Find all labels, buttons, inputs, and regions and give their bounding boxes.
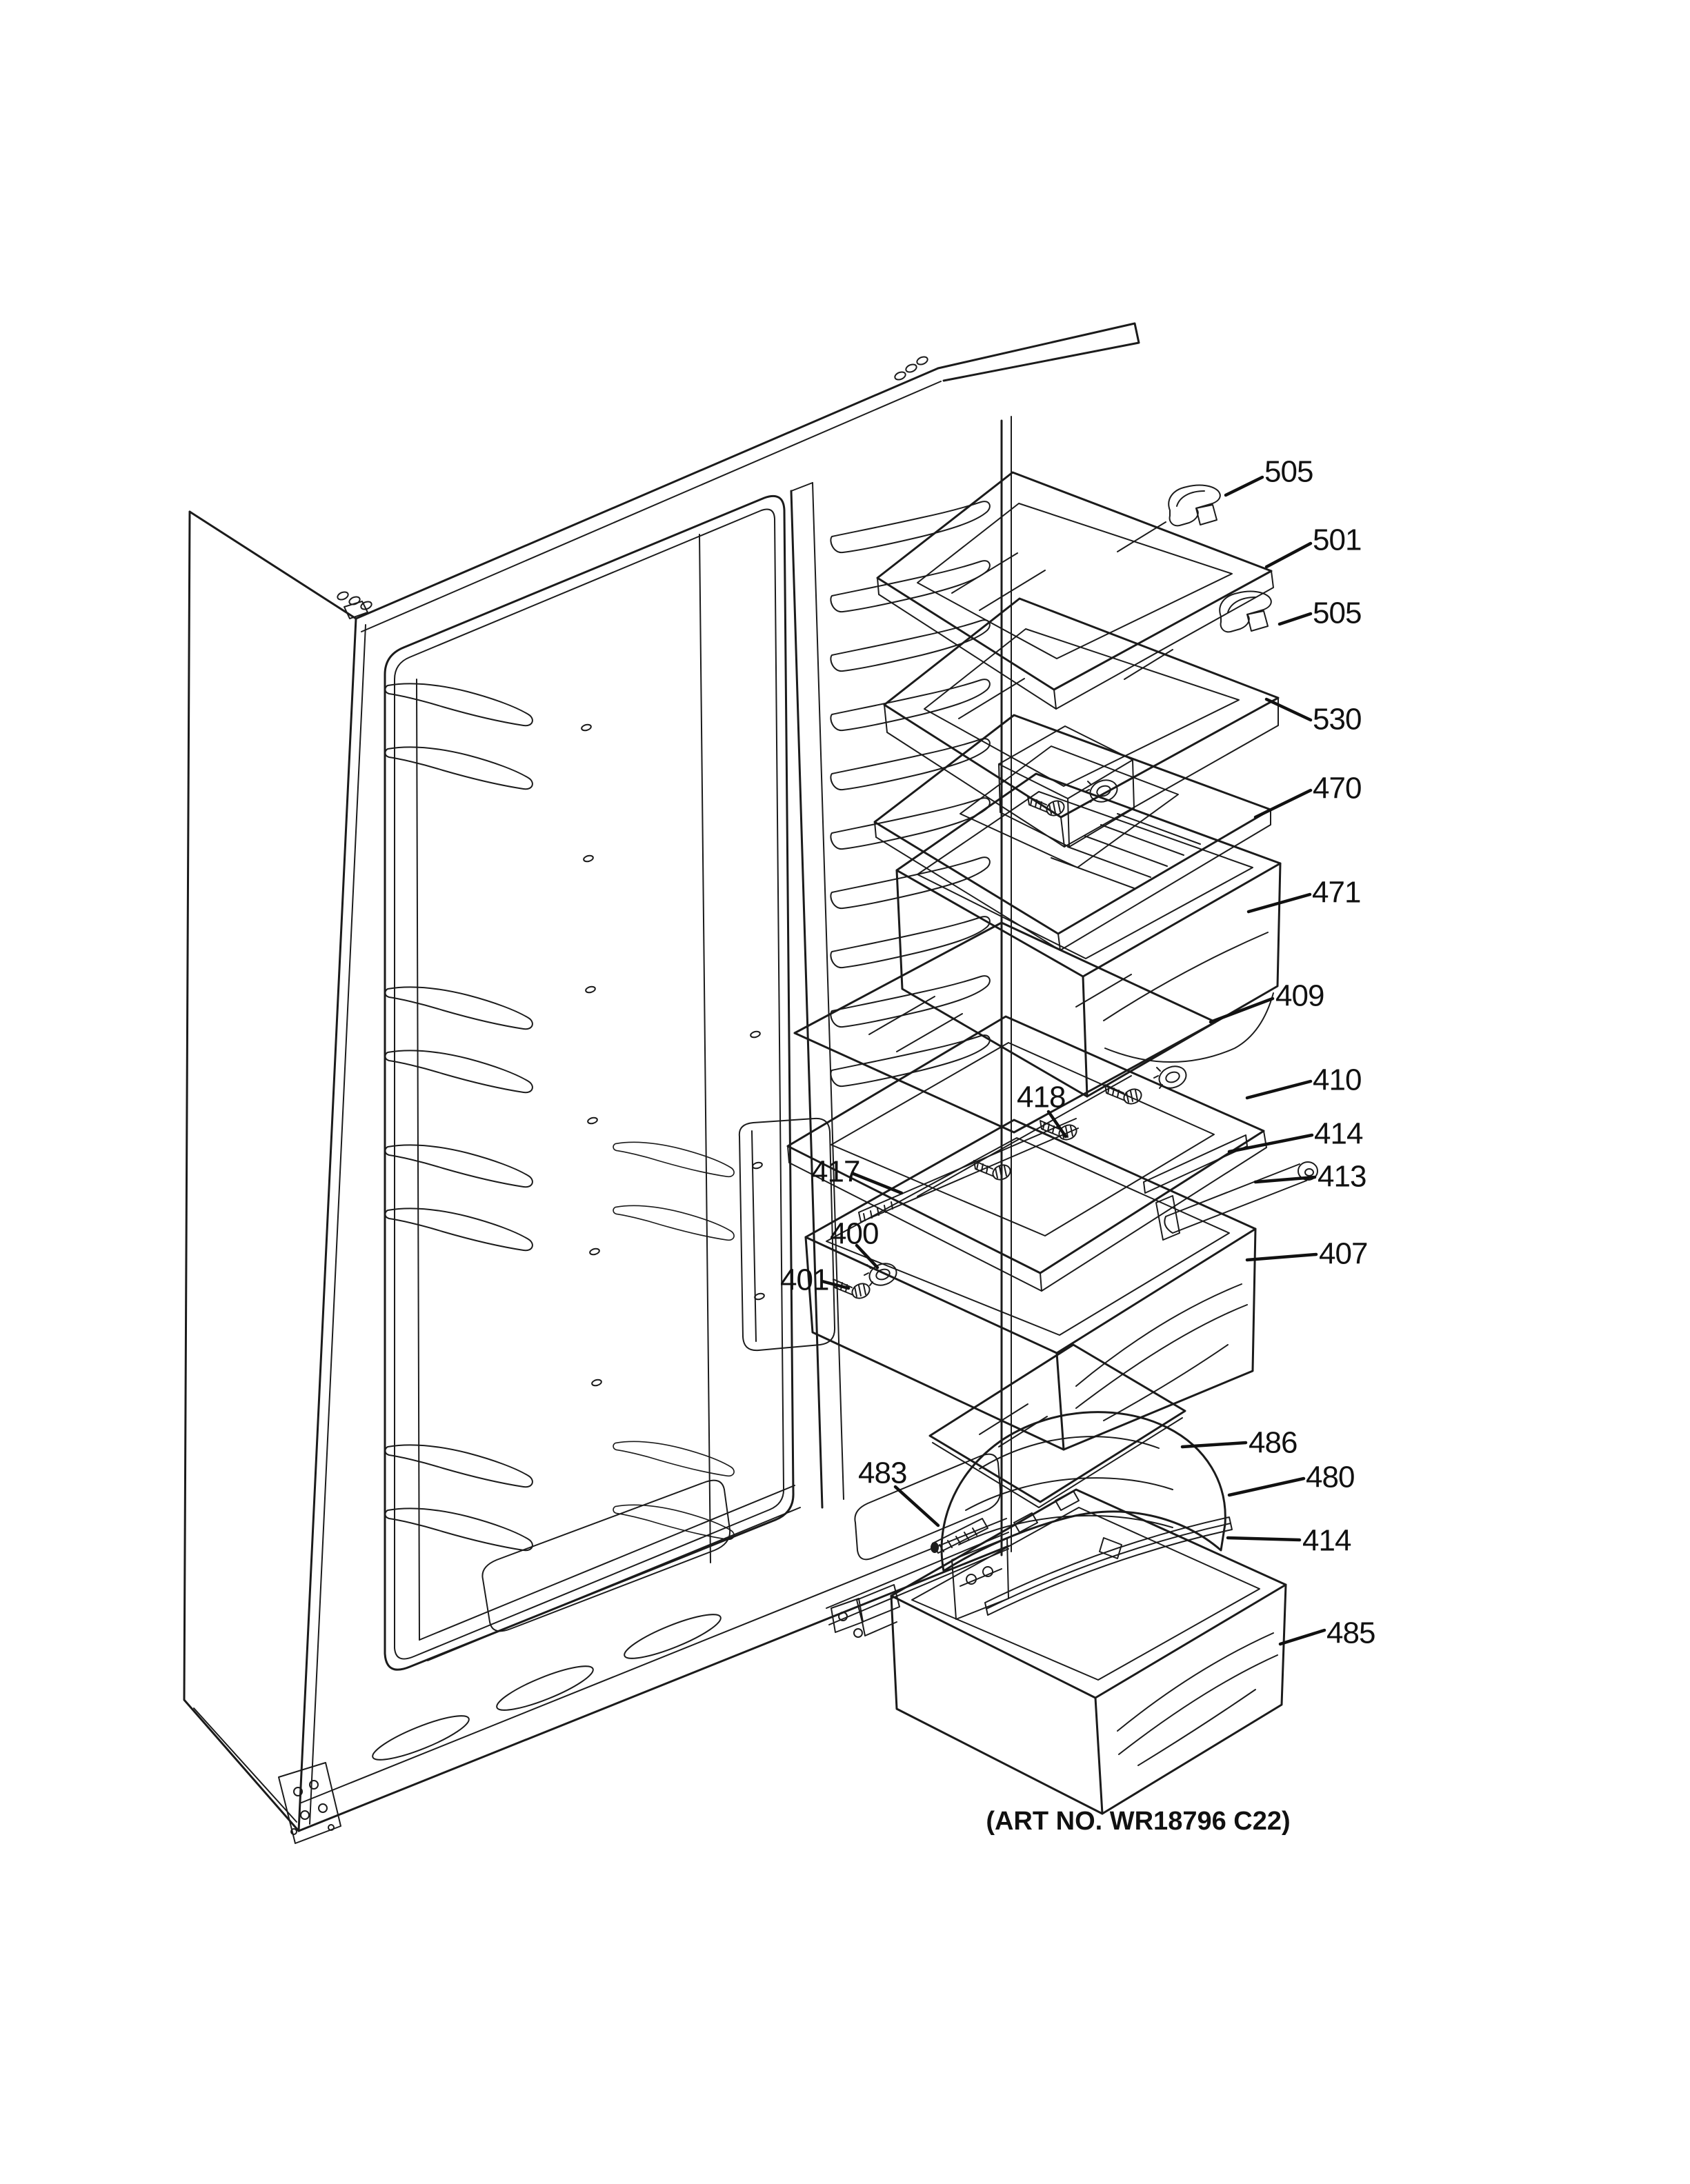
part-505-clip-top	[1168, 484, 1221, 527]
cabinet-front-frame	[278, 416, 1012, 1844]
cabinet-side-panel	[183, 510, 366, 1832]
part-callout-486: 486	[1249, 1426, 1297, 1460]
part-417-rail	[858, 1118, 1079, 1223]
cabinet-top	[188, 322, 1140, 632]
part-callout-501: 501	[1313, 523, 1361, 557]
top-screw-holes	[337, 356, 928, 610]
part-callout-409: 409	[1275, 979, 1324, 1013]
divider-wall	[790, 482, 844, 1509]
door-opening	[384, 494, 795, 1671]
part-callout-413: 413	[1318, 1160, 1366, 1194]
part-401-screw	[833, 1279, 873, 1302]
kick-plate	[372, 1614, 722, 1761]
part-callout-401: 401	[780, 1263, 828, 1297]
part-485-drawer	[856, 1488, 1287, 1815]
part-410-pan-frame	[786, 1015, 1267, 1292]
part-callout-414-lower: 414	[1302, 1524, 1351, 1558]
part-407-drawer	[804, 1119, 1257, 1451]
callout-leader-lines	[820, 475, 1326, 1646]
part-callout-418: 418	[1017, 1081, 1065, 1114]
part-414-trim-lower	[984, 1516, 1233, 1616]
part-530-shelf	[883, 597, 1280, 848]
part-413-handle	[1155, 1161, 1318, 1241]
part-callout-483: 483	[858, 1456, 906, 1490]
part-callout-480: 480	[1306, 1461, 1354, 1494]
interior-back-wall	[416, 534, 765, 1641]
art-number: (ART NO. WR18796 C22)	[986, 1807, 1290, 1836]
hinge-pin	[344, 601, 368, 619]
part-483-rail-strip	[931, 1518, 988, 1554]
part-callout-414-upper: 414	[1314, 1117, 1363, 1151]
part-callout-471: 471	[1312, 876, 1360, 910]
cabinet-floor	[419, 1453, 1002, 1661]
part-414-trim-upper	[1143, 1134, 1248, 1194]
part-callout-417: 417	[811, 1155, 859, 1189]
refrigerator-cabinet	[183, 322, 1140, 1844]
part-471-crisper-drawer	[895, 772, 1282, 1098]
part-470-crisper-cover	[873, 714, 1272, 951]
callout-labels: 505 501 505 530 470 471 409 410 414 413 …	[780, 455, 1375, 1650]
door-bin-brackets	[384, 683, 735, 1552]
part-505-clip-lower	[1219, 590, 1272, 633]
part-callout-470: 470	[1313, 772, 1361, 805]
part-callout-485: 485	[1326, 1616, 1375, 1650]
part-callout-410: 410	[1313, 1063, 1361, 1097]
part-409-glass-insert	[793, 921, 1217, 1134]
water-tank	[738, 1117, 836, 1352]
exploded-parts	[786, 471, 1318, 1815]
part-callout-505-lower: 505	[1313, 597, 1361, 630]
part-callout-530: 530	[1313, 703, 1361, 737]
part-callout-400: 400	[830, 1217, 878, 1251]
part-callout-407: 407	[1319, 1237, 1367, 1271]
part-callout-505-top: 505	[1264, 455, 1313, 489]
bottom-hinge-plate	[278, 1762, 341, 1844]
part-486-glass-insert	[928, 1343, 1186, 1508]
